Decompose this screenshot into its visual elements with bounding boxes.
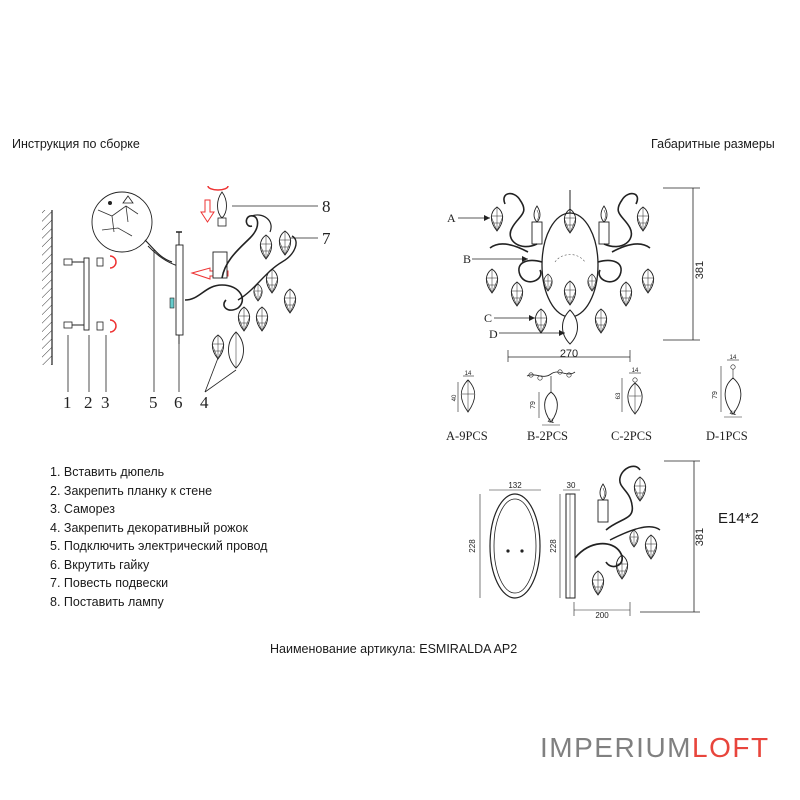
callout-1: 1	[63, 393, 72, 412]
crystal-d-count: D-1PCS	[706, 429, 748, 443]
front-view-leaders	[458, 215, 565, 336]
side-width-value: 200	[595, 611, 609, 620]
crystal-d-side: 79	[712, 391, 719, 399]
step-8: 8. Поставить лампу	[50, 594, 164, 609]
wiring-detail-zoom	[91, 191, 179, 267]
step-2: 2. Закрепить планку к стене	[50, 483, 213, 498]
crystal-d-top: 14	[730, 355, 737, 361]
callout-numbers: 1 2 3 5 6 4 7 8	[63, 197, 331, 412]
label-b: B	[463, 252, 471, 266]
crystal-c-top: 14	[632, 368, 639, 374]
step-7: 7. Повесть подвески	[50, 576, 169, 590]
crystal-b-count: B-2PCS	[527, 429, 568, 443]
arm-assembly-illustration	[184, 214, 297, 369]
crystal-d	[720, 359, 742, 418]
assembly-steps: 1. Вставить дюпель 2. Закрепить планку к…	[50, 463, 267, 611]
assembly-title: Инструкция по сборке	[12, 137, 140, 151]
step-5: 5. Подключить электрический провод	[50, 539, 268, 553]
label-c: C	[484, 311, 492, 325]
label-a: A	[447, 211, 456, 225]
callout-3: 3	[101, 393, 110, 412]
brand-logo: IMPERIUMLOFT	[540, 732, 770, 764]
step-3: 3. Саморез	[50, 502, 115, 516]
backplate-front-view	[479, 489, 541, 599]
step-4: 4. Закрепить декоративный рожок	[50, 520, 248, 535]
crystal-c-count: C-2PCS	[611, 429, 652, 443]
assembly-arrows	[190, 185, 229, 280]
step-1: 1. Вставить дюпель	[50, 465, 165, 479]
dimensions-title: Габаритные размеры	[651, 137, 775, 151]
crystal-a-count: A-9PCS	[446, 429, 488, 443]
label-d: D	[489, 327, 498, 341]
callout-6: 6	[174, 393, 183, 412]
plate-height-value: 228	[468, 539, 477, 553]
front-view-letters: A B C D	[447, 211, 498, 341]
logo-loft: LOFT	[692, 732, 770, 763]
side-height-value: 381	[694, 528, 706, 546]
plate-width-value: 132	[508, 481, 522, 490]
callout-4: 4	[200, 393, 209, 412]
crystal-a	[457, 375, 476, 413]
crystal-counts: A-9PCS B-2PCS C-2PCS D-1PCS	[446, 429, 748, 443]
logo-imperium: IMPERIUM	[540, 732, 692, 763]
bulb-illustration	[217, 191, 227, 227]
crystal-d-bottom: 41	[730, 411, 737, 417]
crystal-b	[526, 369, 576, 426]
front-width-value: 270	[560, 348, 578, 360]
side-plate-height-value: 228	[549, 539, 558, 553]
crystal-a-top: 14	[465, 371, 472, 377]
callout-2: 2	[84, 393, 93, 412]
front-height-value: 381	[694, 261, 706, 279]
front-dimension-lines	[507, 187, 700, 362]
side-depth-value: 30	[567, 481, 576, 490]
callout-lines	[67, 205, 318, 393]
lamp-spec: E14*2	[718, 510, 759, 527]
crystal-b-bottom: 41	[548, 419, 555, 425]
crystal-c	[621, 372, 643, 415]
mounting-bracket	[63, 255, 117, 333]
article-name: Наименование артикула: ESMIRALDA AP2	[270, 642, 518, 656]
side-view	[559, 460, 700, 616]
backplate-side	[169, 231, 184, 344]
callout-7: 7	[322, 229, 331, 248]
crystal-b-side: 79	[530, 401, 537, 409]
wall	[42, 210, 53, 365]
crystal-a-side: 40	[452, 394, 458, 401]
step-6: 6. Вкрутить гайку	[50, 557, 150, 572]
callout-8: 8	[322, 197, 331, 216]
front-view	[485, 190, 655, 345]
crystal-c-side: 63	[616, 392, 622, 399]
callout-5: 5	[149, 393, 158, 412]
